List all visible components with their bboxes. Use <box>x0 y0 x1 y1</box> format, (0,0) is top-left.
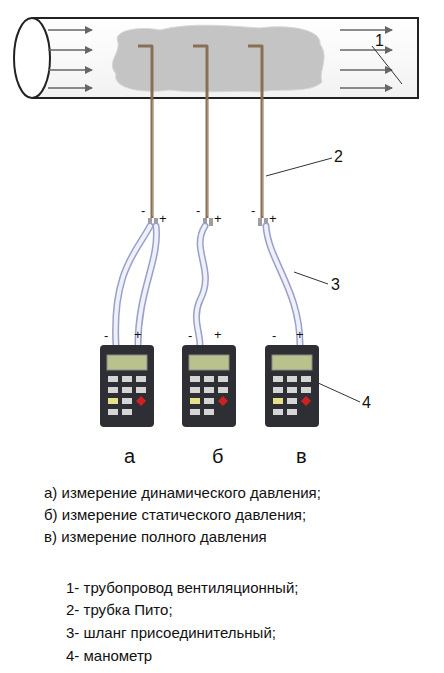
port-sign: - <box>141 204 145 218</box>
parts-list-item: 1- трубопровод вентиляционный; <box>66 580 298 597</box>
manometers <box>100 345 319 427</box>
port-sign: + <box>214 212 222 226</box>
pitot-highlight <box>153 100 263 216</box>
port-sign: + <box>134 328 142 342</box>
manometer <box>100 345 154 427</box>
caption-line: а) измерение динамического давления; <box>44 485 321 502</box>
parts-list-item: 4- манометр <box>66 648 152 665</box>
port-sign: + <box>296 328 304 342</box>
panel-letter: а <box>124 445 135 467</box>
port-sign: - <box>104 329 108 343</box>
leader-lines <box>266 46 402 402</box>
callout-number: 2 <box>334 148 343 166</box>
caption-line: б) измерение статического давления; <box>44 507 306 524</box>
callout-number: 4 <box>362 394 371 412</box>
manometer <box>182 345 236 427</box>
panel-letter: б <box>212 445 223 467</box>
port-sign: - <box>196 204 200 218</box>
hoses <box>116 226 300 345</box>
parts-list-item: 3- шланг присоединительный; <box>66 625 276 642</box>
port-sign: - <box>188 329 192 343</box>
panel-letter: в <box>296 445 307 467</box>
parts-list-item: 2- трубка Пито; <box>66 602 173 619</box>
port-sign: + <box>269 212 277 226</box>
pitot-tubes <box>138 46 262 218</box>
port-sign: + <box>214 328 222 342</box>
callout-number: 3 <box>331 276 340 294</box>
port-sign: + <box>159 212 167 226</box>
ventilation-pipe <box>14 18 418 98</box>
manometer <box>265 345 319 427</box>
flow-region <box>112 25 324 92</box>
caption-line: в) измерение полного давления <box>44 529 267 546</box>
callout-number: 1 <box>375 32 384 50</box>
port-sign: - <box>251 204 255 218</box>
port-sign: - <box>272 329 276 343</box>
